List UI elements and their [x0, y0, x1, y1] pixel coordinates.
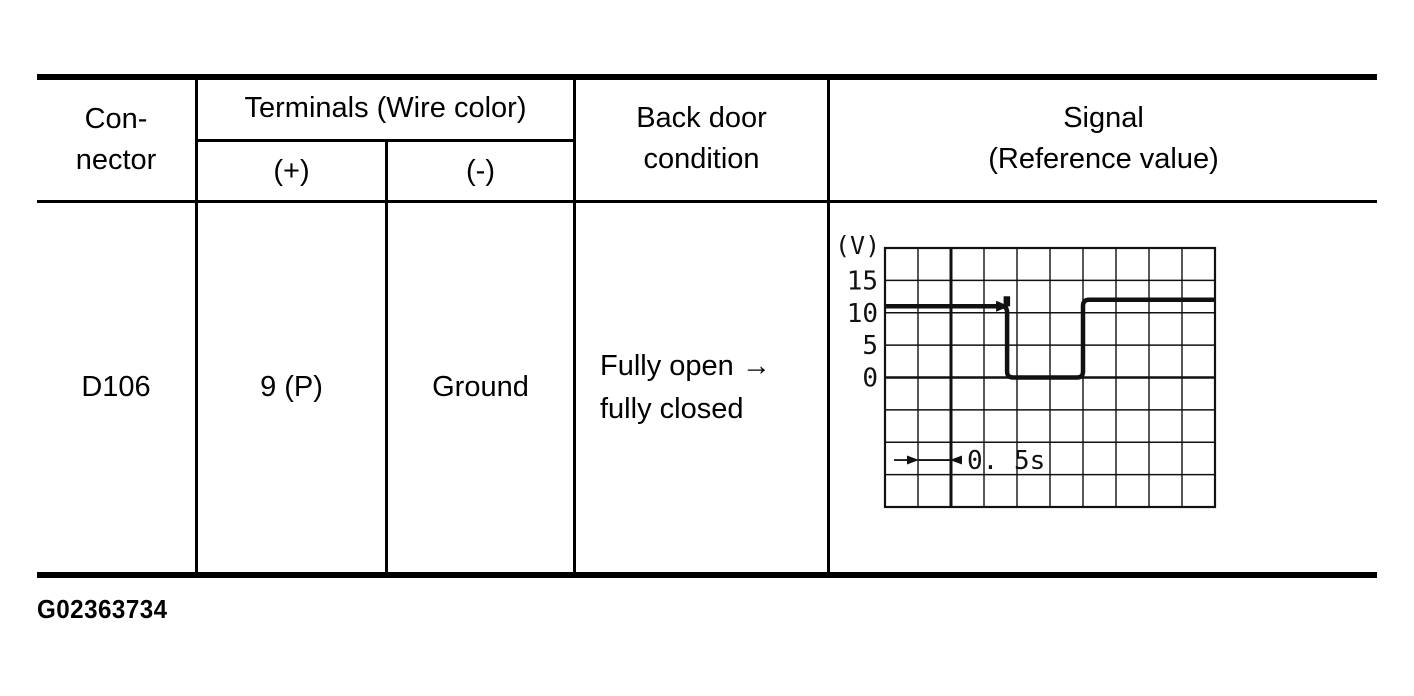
header-signal-line1: Signal — [1063, 101, 1144, 134]
table-header-separator — [37, 200, 1377, 203]
divider-plus-minus — [385, 139, 388, 578]
svg-text:0. 5s: 0. 5s — [967, 446, 1045, 476]
header-terminals-label: Terminals (Wire color) — [244, 91, 527, 124]
divider-backdoor-signal — [827, 74, 830, 578]
terminal-minus-value: Ground — [432, 371, 529, 403]
header-terminal-minus-cell: (-) — [388, 142, 573, 200]
row-terminal-plus-cell: 9 (P) — [198, 203, 385, 594]
header-connector-line1: Con- — [84, 103, 148, 135]
svg-text:(V): (V) — [835, 231, 880, 260]
svg-text:10: 10 — [847, 299, 878, 329]
header-terminal-minus-label: (-) — [466, 154, 495, 187]
header-terminal-plus-label: (+) — [273, 154, 310, 187]
header-back-door-line2: condition — [643, 142, 760, 175]
table-top-border — [37, 74, 1377, 80]
condition-line2: fully closed — [600, 392, 744, 425]
header-back-door-cell: Back door condition — [576, 77, 827, 200]
svg-text:5: 5 — [862, 331, 878, 361]
connector-value: D106 — [81, 371, 151, 403]
divider-terminals-backdoor — [573, 74, 576, 578]
svg-text:15: 15 — [847, 266, 878, 296]
row-connector-cell: D106 — [37, 203, 195, 594]
header-connector-cell: Con- nector — [37, 80, 195, 200]
header-connector-line2: nector — [75, 144, 157, 176]
header-terminal-plus-cell: (+) — [198, 142, 385, 200]
row-terminal-minus-cell: Ground — [388, 203, 573, 594]
header-back-door-line1: Back door — [636, 101, 767, 134]
condition-line1: Fully open → — [600, 349, 771, 382]
table-bottom-border — [37, 572, 1377, 578]
divider-connector-terminals — [195, 74, 198, 578]
terminal-plus-value: 9 (P) — [260, 371, 323, 403]
header-signal-cell: Signal (Reference value) — [830, 77, 1377, 200]
row-back-door-condition-cell: Fully open → fully closed — [576, 203, 851, 572]
header-signal-line2: (Reference value) — [988, 142, 1219, 175]
svg-text:0: 0 — [862, 364, 878, 394]
figure-id-label: G02363734 — [37, 594, 168, 624]
header-terminals-cell: Terminals (Wire color) — [198, 77, 573, 139]
